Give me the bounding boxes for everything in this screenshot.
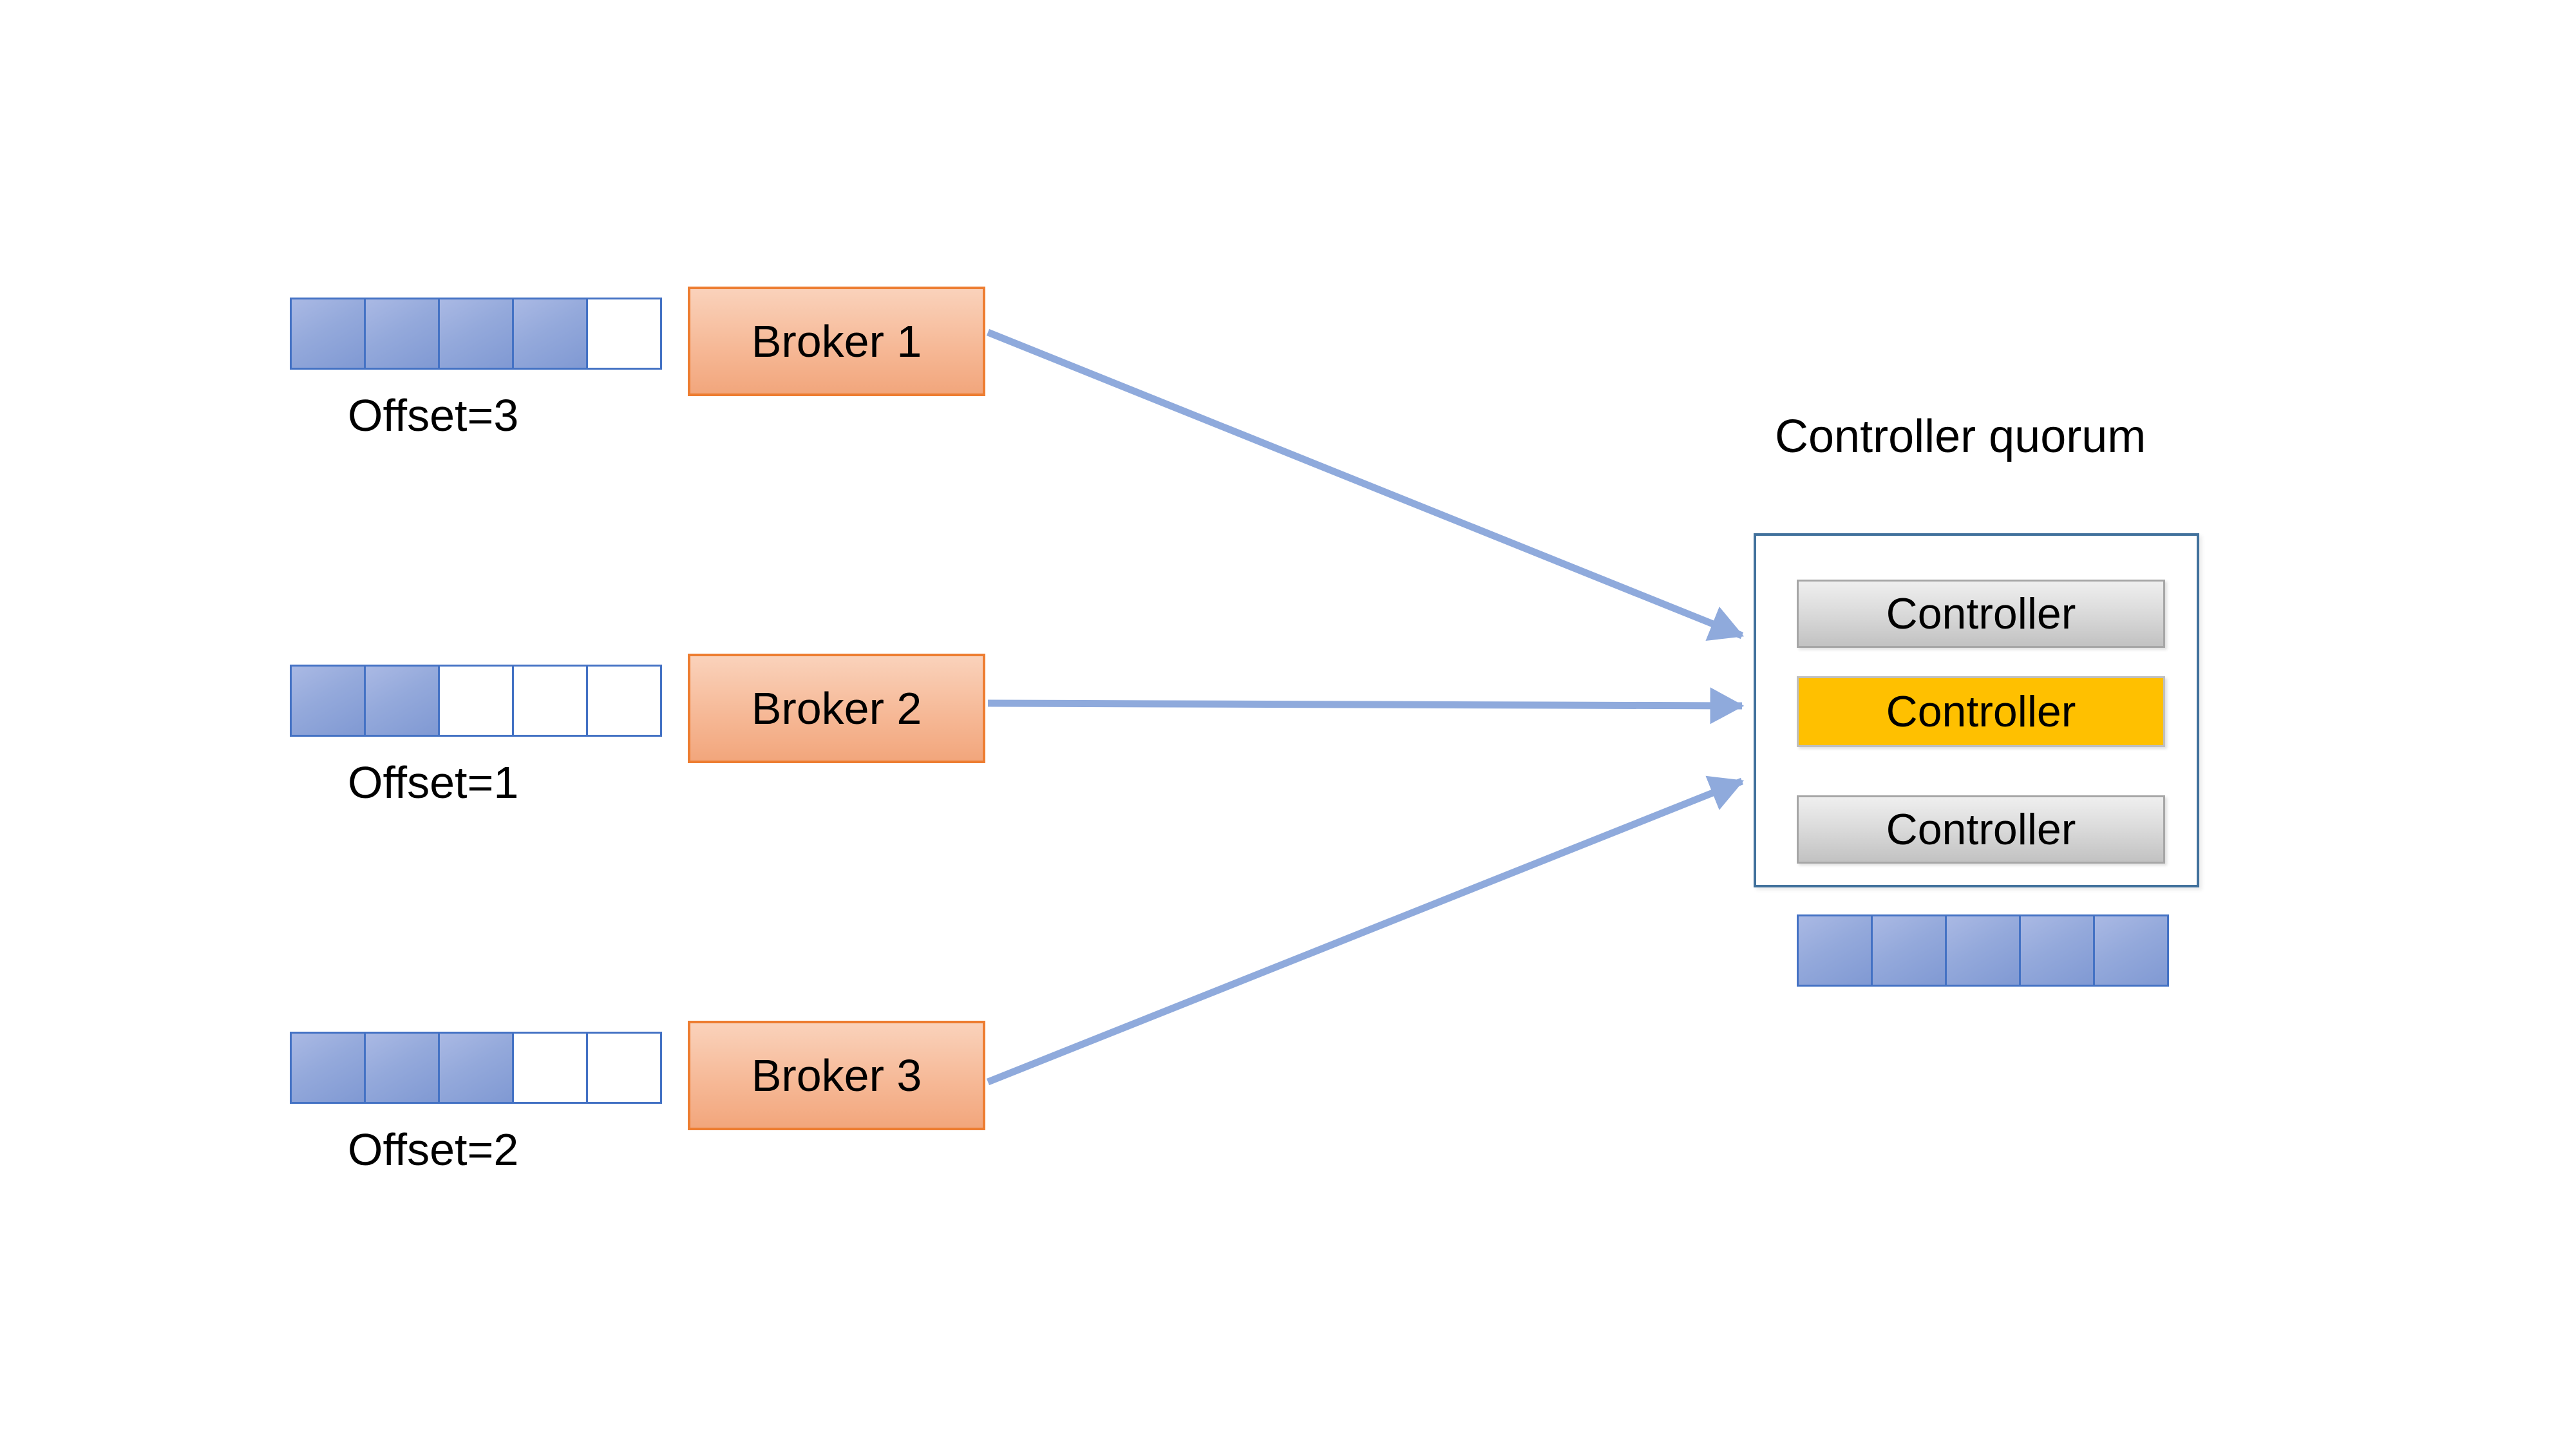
broker2-to-controller-arrow	[987, 687, 1745, 724]
broker1-to-controller-arrow	[986, 328, 1745, 641]
log-cell-filled	[364, 665, 440, 737]
log-cell-filled	[364, 1032, 440, 1104]
broker2-partition-log	[290, 665, 662, 737]
log-cell-filled	[1871, 914, 1947, 987]
log-cell-filled	[1797, 914, 1873, 987]
log-cell-empty	[512, 665, 588, 737]
broker3-partition-log	[290, 1032, 662, 1104]
controller-standby-2: Controller	[1797, 795, 2165, 864]
log-cell-filled	[364, 298, 440, 370]
log-cell-filled	[512, 298, 588, 370]
log-cell-filled	[438, 298, 514, 370]
controller-metadata-log	[1797, 914, 2169, 987]
controller-active: Controller	[1797, 676, 2165, 747]
log-cell-filled	[290, 298, 366, 370]
broker3-to-controller-arrow	[986, 775, 1745, 1086]
controller-quorum-title: Controller quorum	[1775, 411, 2146, 462]
broker2-offset-label: Offset=1	[348, 757, 519, 808]
log-cell-empty	[512, 1032, 588, 1104]
broker2-box: Broker 2	[688, 654, 985, 763]
broker2-label: Broker 2	[751, 683, 922, 734]
broker1-label: Broker 1	[751, 316, 922, 366]
log-cell-empty	[438, 665, 514, 737]
controller-standby-1-label: Controller	[1886, 589, 2076, 638]
log-cell-filled	[2019, 914, 2095, 987]
controller-active-label: Controller	[1886, 687, 2076, 736]
log-cell-filled	[290, 1032, 366, 1104]
log-cell-filled	[1945, 914, 2021, 987]
log-cell-filled	[2093, 914, 2169, 987]
broker3-offset-label: Offset=2	[348, 1124, 519, 1175]
broker3-label: Broker 3	[751, 1050, 922, 1101]
broker1-box: Broker 1	[688, 287, 985, 396]
log-cell-empty	[586, 665, 662, 737]
log-cell-filled	[290, 665, 366, 737]
broker3-box: Broker 3	[688, 1021, 985, 1130]
controller-standby-1: Controller	[1797, 580, 2165, 648]
log-cell-empty	[586, 298, 662, 370]
broker1-offset-label: Offset=3	[348, 390, 519, 440]
log-cell-filled	[438, 1032, 514, 1104]
controller-standby-2-label: Controller	[1886, 805, 2076, 854]
broker1-partition-log	[290, 298, 662, 370]
log-cell-empty	[586, 1032, 662, 1104]
